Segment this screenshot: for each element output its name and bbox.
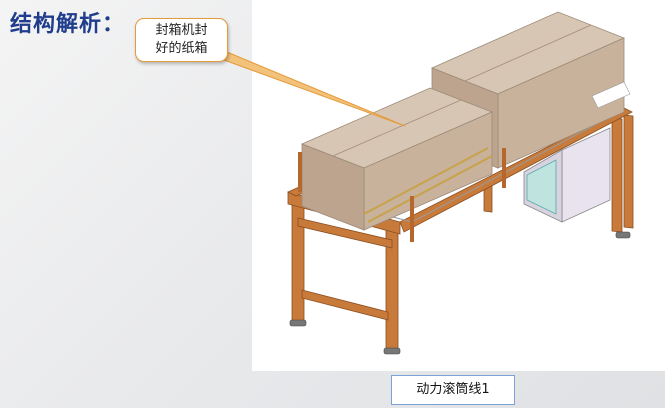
slide-title: 结构解析：: [10, 12, 126, 37]
callout-line-2: 好的纸箱: [155, 41, 208, 56]
conveyor-illustration: [252, 0, 665, 371]
callout-line-1: 封箱机封: [155, 23, 208, 38]
callout-box: 封箱机封 好的纸箱: [135, 18, 228, 62]
figure-caption: 动力滚筒线1: [391, 375, 515, 405]
motor-panel: [523, 127, 611, 223]
near-carton: [300, 87, 494, 231]
